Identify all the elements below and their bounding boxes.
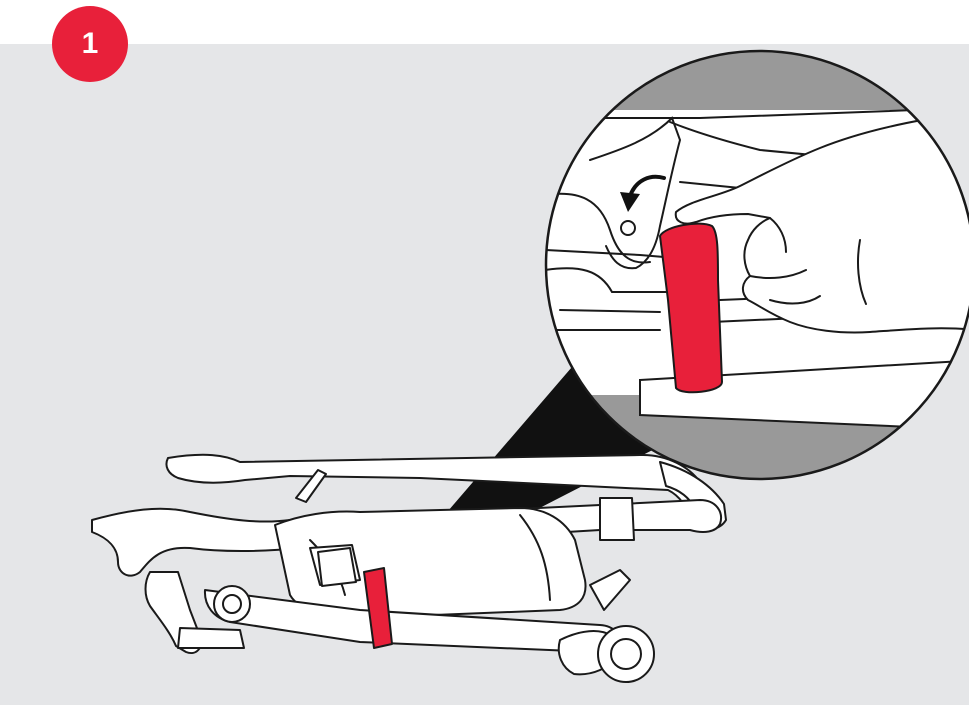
hand-finger-line-1 bbox=[749, 269, 807, 279]
hand-knuckle-line bbox=[857, 239, 867, 305]
zoom-frame-line-5 bbox=[559, 309, 661, 313]
zoom-pivot-hole bbox=[620, 220, 636, 236]
zoom-circle-border bbox=[544, 49, 969, 481]
hand-thumb-line bbox=[769, 217, 787, 253]
stroller-left-hub-inner bbox=[222, 594, 242, 614]
stroller-right-strut bbox=[589, 569, 631, 611]
stroller-right-wheel bbox=[597, 625, 655, 683]
stroller-left-hub bbox=[213, 585, 251, 623]
stroller-right-wheel-hub bbox=[610, 638, 642, 670]
step-number: 1 bbox=[81, 27, 99, 60]
zoom-hinge-top bbox=[669, 121, 969, 171]
stroller-seat-fold-2 bbox=[519, 514, 551, 601]
zoom-frame-line-4 bbox=[546, 267, 701, 293]
stroller-brace bbox=[295, 469, 327, 503]
zoom-bottom-rail bbox=[639, 358, 969, 432]
step-number-badge: 1 bbox=[52, 6, 128, 82]
curved-arrow-counterclockwise-icon bbox=[628, 174, 666, 198]
stroller-left-foot bbox=[177, 627, 245, 649]
stroller-hinge-block bbox=[317, 547, 357, 587]
hand-finger-line-2 bbox=[769, 295, 821, 305]
folded-stroller bbox=[91, 453, 727, 683]
zoom-frame-line-2 bbox=[546, 192, 651, 264]
zoom-hinge-body bbox=[589, 116, 682, 270]
fold-lever-red bbox=[363, 567, 393, 649]
curved-arrow-head bbox=[620, 192, 640, 212]
hand-pulling-lever bbox=[674, 111, 969, 334]
stroller-side-clip bbox=[599, 497, 635, 541]
